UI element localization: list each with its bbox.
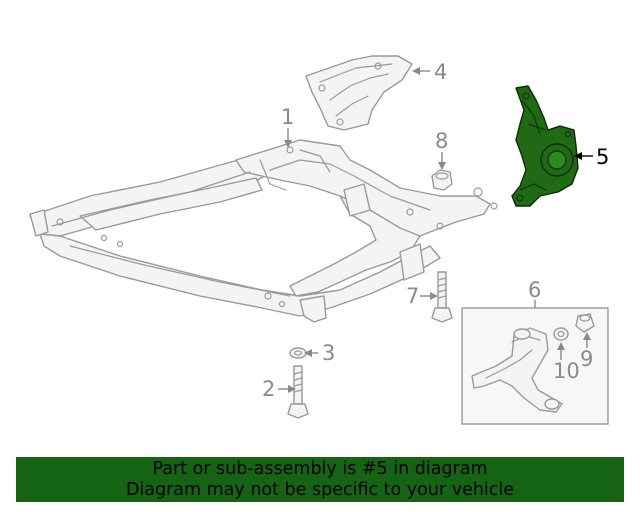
svg-text:10: 10 bbox=[553, 359, 580, 383]
callout-10: 10 bbox=[553, 342, 580, 383]
part-8-nut bbox=[431, 169, 453, 191]
banner-line-2: Diagram may not be specific to your vehi… bbox=[125, 480, 515, 500]
svg-text:2: 2 bbox=[262, 377, 275, 401]
callout-5: 5 bbox=[574, 145, 609, 169]
part-3-washer bbox=[289, 347, 307, 359]
callout-6: 6 bbox=[528, 278, 541, 308]
callout-7: 7 bbox=[406, 284, 438, 308]
svg-text:3: 3 bbox=[322, 341, 335, 365]
callout-8: 8 bbox=[435, 129, 448, 170]
svg-text:4: 4 bbox=[434, 60, 447, 84]
svg-text:8: 8 bbox=[435, 129, 448, 153]
banner-line-1: Part or sub-assembly is #5 in diagram bbox=[152, 459, 488, 479]
callout-1: 1 bbox=[281, 105, 294, 148]
callout-4: 4 bbox=[412, 60, 447, 84]
callout-3: 3 bbox=[304, 341, 335, 365]
svg-text:6: 6 bbox=[528, 278, 541, 302]
part-1-subframe bbox=[29, 139, 498, 323]
svg-text:1: 1 bbox=[281, 105, 294, 129]
parts-diagram: 1 2 3 4 5 6 7 8 10 bbox=[29, 55, 609, 425]
info-banner: Part or sub-assembly is #5 in diagram Di… bbox=[16, 457, 624, 502]
part-4-bracket bbox=[305, 55, 413, 131]
callout-9: 9 bbox=[580, 332, 593, 371]
callout-2: 2 bbox=[262, 377, 296, 401]
part-6-control-arm-box bbox=[461, 307, 609, 425]
svg-text:9: 9 bbox=[580, 347, 593, 371]
part-7-bolt bbox=[431, 271, 453, 323]
svg-text:7: 7 bbox=[406, 284, 419, 308]
part-5-knuckle-highlighted bbox=[511, 85, 579, 207]
svg-text:5: 5 bbox=[596, 145, 609, 169]
part-2-bolt bbox=[287, 365, 309, 419]
